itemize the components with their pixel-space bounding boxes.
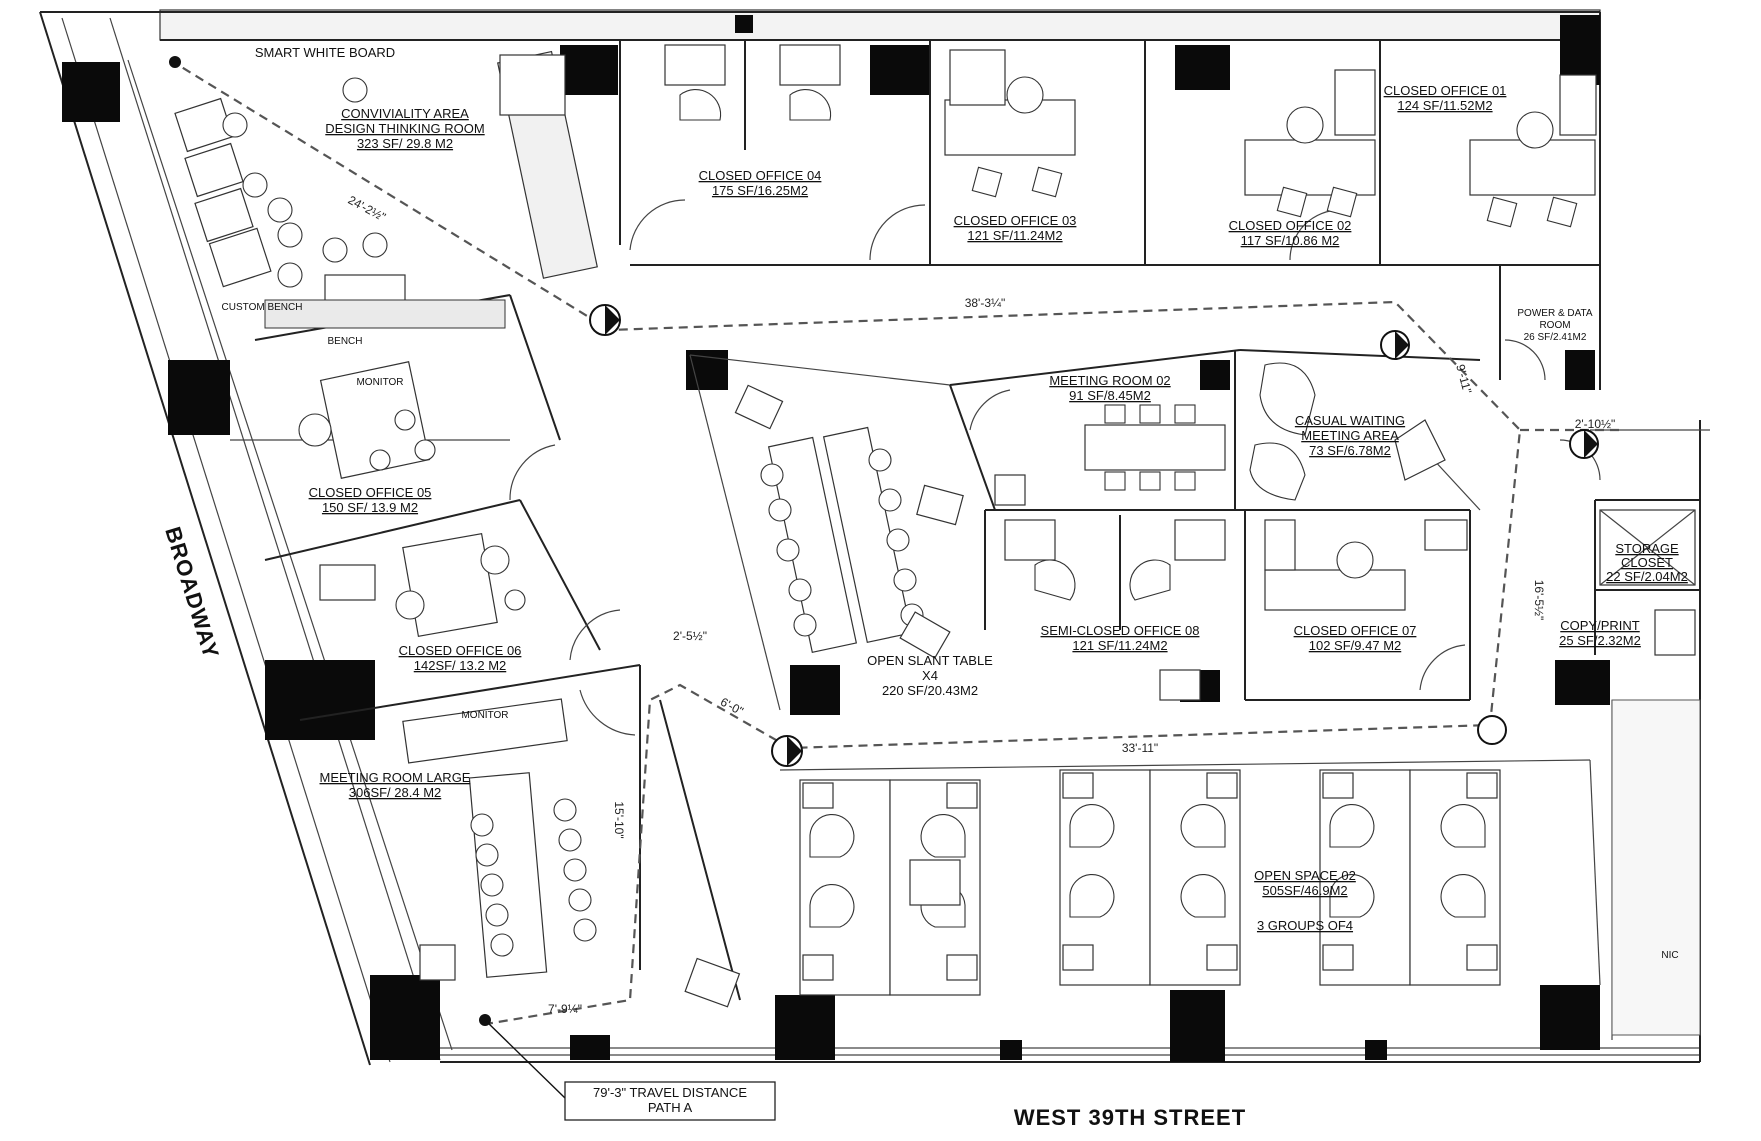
doors — [509, 199, 1601, 736]
meeting02-area: 91 SF/8.45M2 — [1069, 388, 1151, 403]
dimension-label: 33'-11" — [1122, 741, 1158, 755]
casual-sub: MEETING AREA — [1301, 428, 1399, 443]
office06-name: CLOSED OFFICE 06 — [399, 643, 522, 658]
power-data-area: 26 SF/2.41M2 — [1524, 332, 1587, 343]
dimension-label: 38'-3¼" — [965, 296, 1006, 310]
meeting-large-area: 306SF/ 28.4 M2 — [349, 785, 442, 800]
casual-name: CASUAL WAITING — [1295, 413, 1405, 428]
storage-name: STORAGE — [1615, 541, 1679, 556]
storage-sub: CLOSET — [1621, 555, 1673, 570]
exit-marker — [1477, 715, 1507, 745]
column — [1555, 660, 1610, 705]
workstations — [799, 769, 1501, 996]
office04-name: CLOSED OFFICE 04 — [699, 168, 822, 183]
bench-label: BENCH — [327, 336, 362, 347]
column — [62, 62, 120, 122]
column — [1540, 985, 1600, 1050]
column — [1200, 360, 1230, 390]
column — [1560, 15, 1600, 85]
office04-area: 175 SF/16.25M2 — [712, 183, 808, 198]
conviviality-name: CONVIVIALITY AREA — [341, 106, 469, 121]
monitor-label: MONITOR — [461, 710, 508, 721]
meeting-large-chairs — [470, 798, 597, 957]
dimension-label: 2'-10½" — [1575, 417, 1616, 431]
meeting02-name: MEETING ROOM 02 — [1049, 373, 1170, 388]
office06-area: 142SF/ 13.2 M2 — [414, 658, 507, 673]
meeting-large-name: MEETING ROOM LARGE — [320, 770, 471, 785]
west-39th-street-label: WEST 39TH STREET — [1014, 1105, 1246, 1130]
conviviality-area: 323 SF/ 29.8 M2 — [357, 136, 453, 151]
column — [775, 995, 835, 1060]
meeting02-chairs — [1104, 404, 1196, 491]
office03-area: 121 SF/11.24M2 — [967, 228, 1062, 243]
casual-area: 73 SF/6.78M2 — [1309, 443, 1391, 458]
dimension-label: 16'-5½" — [1532, 580, 1546, 621]
column — [168, 360, 230, 435]
power-data-sub: ROOM — [1539, 320, 1570, 331]
dimension-label: 2'-5½" — [673, 629, 707, 643]
dimension-label: 7'-9¼" — [548, 1002, 582, 1016]
open02-name: OPEN SPACE 02 — [1254, 868, 1356, 883]
office07-area: 102 SF/9.47 M2 — [1309, 638, 1402, 653]
office05-area: 150 SF/ 13.9 M2 — [322, 500, 418, 515]
dimension-label: 15'-10" — [612, 801, 626, 838]
egress-path — [169, 56, 1620, 1099]
office01-area: 124 SF/11.52M2 — [1397, 98, 1492, 113]
open02-sub: 3 GROUPS OF4 — [1257, 918, 1353, 933]
office07-name: CLOSED OFFICE 07 — [1294, 623, 1417, 638]
column — [370, 975, 440, 1060]
room-labels: SMART WHITE BOARD CONVIVIALITY AREA DESI… — [222, 45, 1688, 961]
open-slant-sub: X4 — [922, 668, 938, 683]
column — [560, 45, 618, 95]
column — [870, 45, 930, 95]
copy-area: 25 SF/2.32M2 — [1559, 633, 1641, 648]
open-slant-area: 220 SF/20.43M2 — [882, 683, 978, 698]
office05-name: CLOSED OFFICE 05 — [309, 485, 432, 500]
copy-name: COPY/PRINT — [1560, 618, 1640, 633]
columns — [62, 15, 1610, 1062]
custom-bench-label: CUSTOM BENCH — [222, 302, 303, 313]
column — [1565, 350, 1595, 390]
travel-distance-line2: PATH A — [648, 1100, 693, 1115]
travel-distance-callout: 79'-3" TRAVEL DISTANCE PATH A — [564, 1081, 776, 1121]
column — [790, 665, 840, 715]
travel-distance-line1: 79'-3" TRAVEL DISTANCE — [593, 1085, 747, 1100]
broadway-label: BROADWAY — [160, 524, 224, 662]
furniture — [174, 44, 1696, 1008]
office03-name: CLOSED OFFICE 03 — [954, 213, 1077, 228]
dimension-label: 9'-11" — [1453, 363, 1474, 395]
open02-area: 505SF/46.9M2 — [1262, 883, 1347, 898]
column — [686, 350, 728, 390]
semi08-name: SEMI-CLOSED OFFICE 08 — [1041, 623, 1200, 638]
dimension-label: 24'-2½" — [346, 193, 388, 224]
slant-table-chairs — [760, 448, 924, 637]
nic-label: NIC — [1661, 950, 1678, 961]
office02-name: CLOSED OFFICE 02 — [1229, 218, 1352, 233]
conviviality-sub: DESIGN THINKING ROOM — [325, 121, 484, 136]
smart-white-board-label: SMART WHITE BOARD — [255, 45, 395, 60]
exterior-walls — [39, 9, 1701, 1066]
office01-name: CLOSED OFFICE 01 — [1384, 83, 1507, 98]
semi08-area: 121 SF/11.24M2 — [1072, 638, 1167, 653]
column — [1170, 990, 1225, 1062]
open-slant-name: OPEN SLANT TABLE — [867, 653, 993, 668]
monitor-label: MONITOR — [356, 377, 403, 388]
power-data-name: POWER & DATA — [1517, 308, 1593, 319]
column — [265, 660, 375, 740]
storage-area: 22 SF/2.04M2 — [1606, 569, 1688, 584]
column — [1175, 45, 1230, 90]
office02-area: 117 SF/10.86 M2 — [1241, 233, 1340, 248]
